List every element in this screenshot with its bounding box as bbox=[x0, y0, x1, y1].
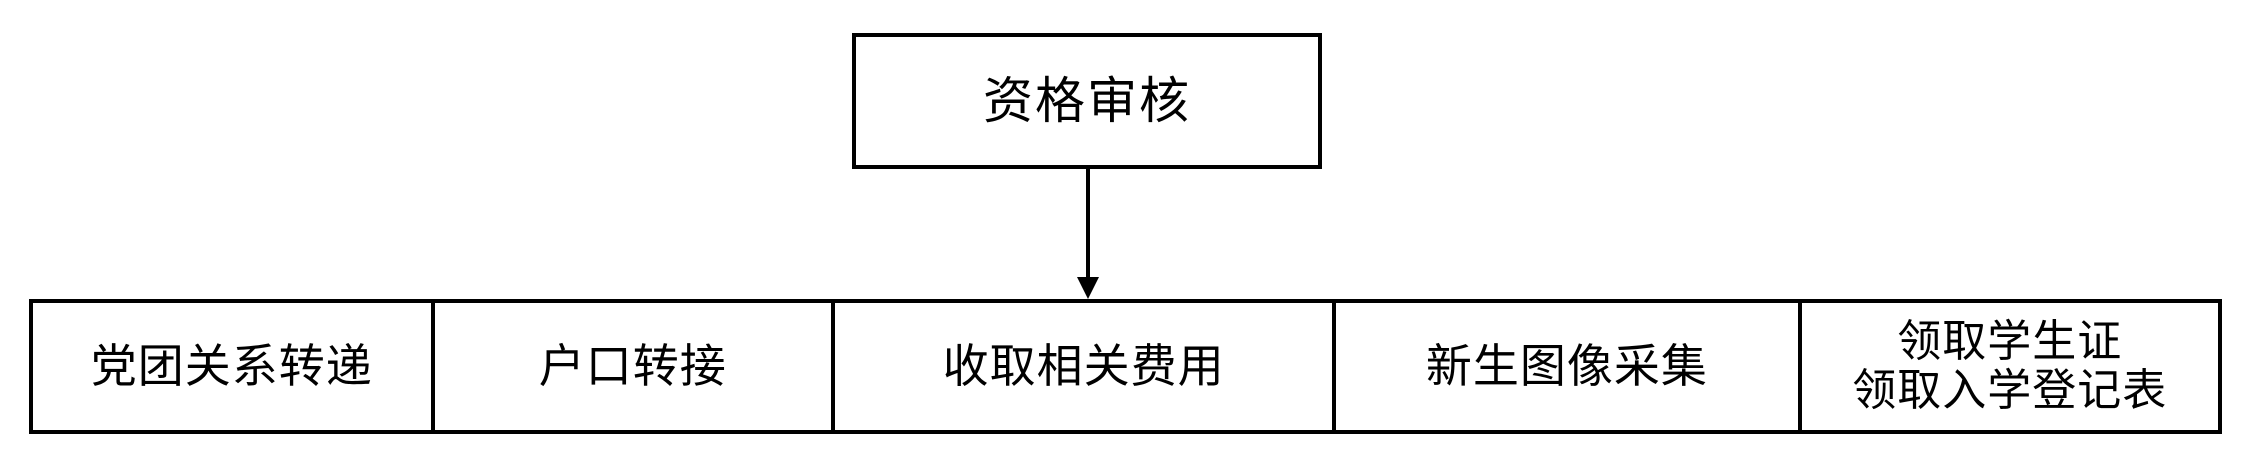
process-cell-label: 领取学生证 领取入学登记表 bbox=[1852, 316, 2168, 416]
node-qualification-review[interactable]: 资格审核 bbox=[852, 33, 1322, 169]
process-cell-collect-student-id-and-enrollment-form[interactable]: 领取学生证 领取入学登记表 bbox=[1801, 303, 2218, 430]
process-cell-label: 党团关系转递 bbox=[90, 338, 373, 393]
arrow-down-connector bbox=[1076, 169, 1100, 299]
process-cell-freshman-photo-capture[interactable]: 新生图像采集 bbox=[1336, 303, 1802, 430]
process-cell-label: 户口转接 bbox=[538, 338, 727, 393]
process-cell-household-registration-transfer[interactable]: 户口转接 bbox=[434, 303, 836, 430]
process-cell-collect-related-fees[interactable]: 收取相关费用 bbox=[835, 303, 1337, 430]
node-qualification-review-label: 资格审核 bbox=[983, 71, 1191, 130]
process-cell-label: 收取相关费用 bbox=[942, 338, 1225, 393]
process-step-row: 党团关系转递 户口转接 收取相关费用 新生图像采集 领取学生证 领取入学登记表 bbox=[29, 299, 2222, 434]
process-cell-label: 新生图像采集 bbox=[1425, 338, 1708, 393]
process-cell-party-league-transfer[interactable]: 党团关系转递 bbox=[33, 303, 435, 430]
arrow-down-icon bbox=[1077, 169, 1099, 299]
